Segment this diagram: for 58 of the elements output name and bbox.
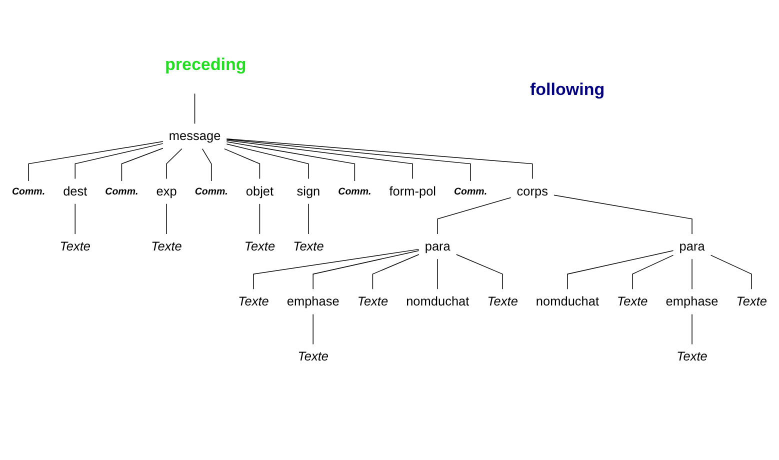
node-text: Texte: [293, 239, 324, 254]
node-text: corps: [516, 184, 548, 198]
node-text: message: [168, 128, 221, 144]
node-text: Comm.: [194, 186, 228, 197]
axis-label: preceding: [165, 55, 246, 75]
node-text: Texte: [298, 349, 328, 364]
node-text: Comm.: [105, 186, 138, 197]
connector: [456, 254, 503, 290]
connector: [28, 141, 164, 182]
connector: [259, 204, 260, 234]
connector: [710, 254, 752, 290]
node-text: nomduchat: [406, 294, 470, 309]
connector: [554, 194, 692, 234]
node-text: objet: [246, 184, 274, 198]
connector: [632, 254, 674, 290]
node-text: Texte: [151, 239, 182, 254]
node-text: Texte: [357, 294, 388, 309]
connector: [372, 254, 420, 290]
node-text: para: [679, 239, 705, 254]
connector: [308, 204, 309, 234]
node-text: Texte: [736, 294, 767, 309]
node-text: Comm.: [338, 186, 372, 197]
connector: [202, 148, 212, 182]
node-text: Texte: [487, 294, 518, 309]
connector: [166, 204, 167, 234]
connector: [312, 314, 314, 345]
connector: [166, 148, 182, 180]
node-text: Comm.: [12, 186, 46, 197]
node-text: Texte: [617, 294, 648, 309]
axis-label: following: [530, 80, 605, 100]
node-text: para: [424, 239, 450, 254]
connector: [226, 138, 533, 180]
connector: [74, 143, 164, 180]
node-text: Texte: [60, 239, 90, 254]
node-text: Texte: [676, 349, 708, 364]
node-text: dest: [63, 184, 88, 198]
connector: [74, 204, 76, 234]
node-text: emphase: [666, 294, 718, 309]
connector: [567, 250, 674, 290]
node-text: sign: [296, 184, 320, 198]
connector: [226, 140, 413, 180]
connector: [226, 139, 471, 182]
node-text: Texte: [238, 294, 269, 309]
node-text: form-pol: [389, 184, 436, 198]
connector: [226, 144, 309, 180]
node-text: emphase: [286, 294, 340, 309]
connector: [226, 141, 356, 182]
connector: [253, 248, 420, 290]
node-text: Texte: [244, 239, 276, 254]
connector: [121, 148, 164, 182]
connector: [194, 93, 196, 124]
node-text: exp: [156, 184, 177, 198]
connector: [312, 250, 420, 290]
connector: [224, 148, 260, 180]
connector: [437, 197, 512, 234]
node-text: nomduchat: [536, 294, 600, 309]
connector: [437, 258, 438, 290]
node-text: Comm.: [454, 186, 488, 197]
